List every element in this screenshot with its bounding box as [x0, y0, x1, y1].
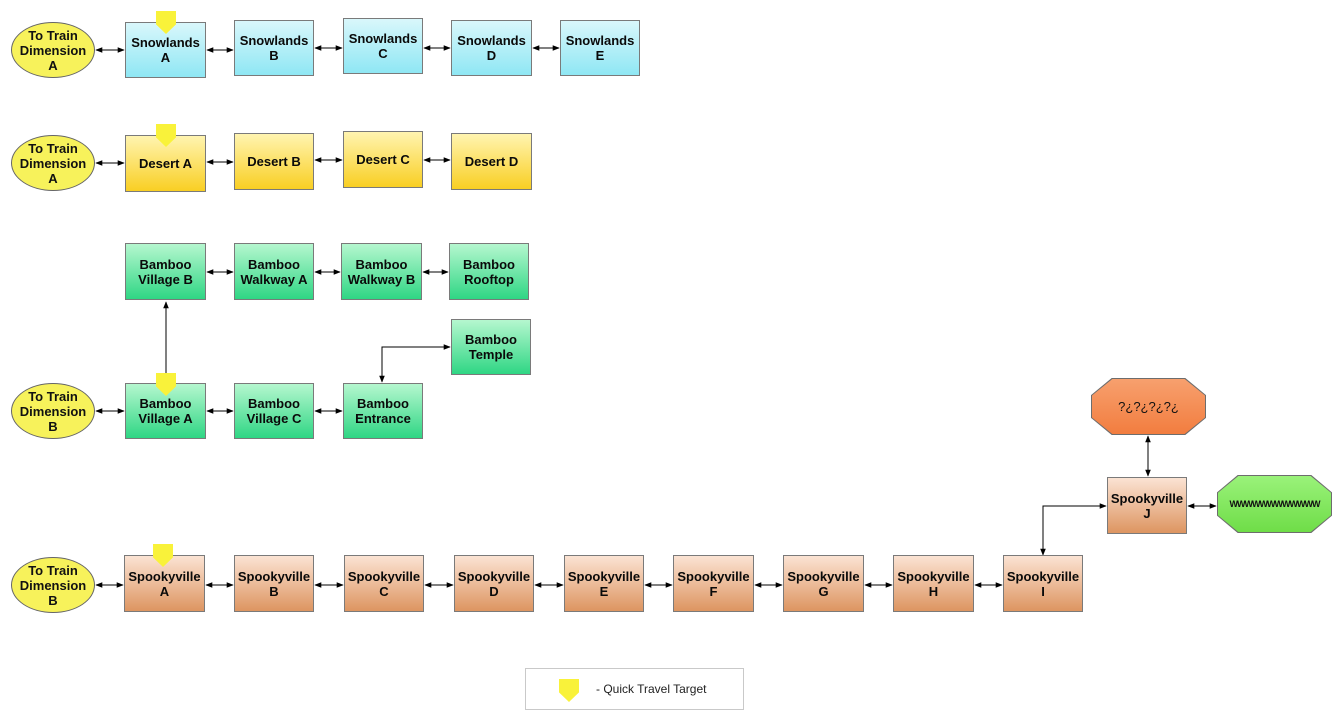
snowlands-c-node: Snowlands C: [343, 18, 423, 74]
train-dimension-node: To Train Dimension B: [11, 383, 95, 439]
bamboo-village-a-node: Bamboo Village A: [125, 383, 206, 439]
spookyville-h-node: Spookyville H: [893, 555, 974, 612]
squiggle-label: WWWWWWWWWWWW: [1218, 476, 1331, 532]
quick-travel-marker-icon: [153, 544, 173, 567]
spookyville-j-node: Spookyville J: [1107, 477, 1187, 534]
train-dimension-node: To Train Dimension B: [11, 557, 95, 613]
mystery-node: ?¿?¿?¿?¿: [1091, 378, 1206, 435]
spookyville-g-node: Spookyville G: [783, 555, 864, 612]
bamboo-village-b-node: Bamboo Village B: [125, 243, 206, 300]
desert-a-node: Desert A: [125, 135, 206, 192]
connector: [1040, 503, 1107, 556]
snowlands-d-node: Snowlands D: [451, 20, 532, 76]
bamboo-walkway-a-node: Bamboo Walkway A: [234, 243, 314, 300]
squiggle-node: WWWWWWWWWWWW: [1217, 475, 1332, 533]
legend-text: - Quick Travel Target: [596, 682, 707, 696]
desert-b-node: Desert B: [234, 133, 314, 190]
desert-d-node: Desert D: [451, 133, 532, 190]
spookyville-b-node: Spookyville B: [234, 555, 314, 612]
train-dimension-node: To Train Dimension A: [11, 135, 95, 191]
quick-travel-marker-icon: [156, 124, 176, 147]
snowlands-b-node: Snowlands B: [234, 20, 314, 76]
train-dimension-node: To Train Dimension A: [11, 22, 95, 78]
legend: - Quick Travel Target: [525, 668, 744, 710]
spookyville-d-node: Spookyville D: [454, 555, 534, 612]
bamboo-rooftop-node: Bamboo Rooftop: [449, 243, 529, 300]
connector: [379, 344, 451, 383]
bamboo-temple-node: Bamboo Temple: [451, 319, 531, 375]
spookyville-e-node: Spookyville E: [564, 555, 644, 612]
spookyville-i-node: Spookyville I: [1003, 555, 1083, 612]
spookyville-f-node: Spookyville F: [673, 555, 754, 612]
spookyville-c-node: Spookyville C: [344, 555, 424, 612]
quick-travel-marker-icon: [156, 11, 176, 34]
quick-travel-marker-icon: [559, 679, 579, 702]
mystery-label: ?¿?¿?¿?¿: [1092, 379, 1205, 434]
bamboo-entrance-node: Bamboo Entrance: [343, 383, 423, 439]
desert-c-node: Desert C: [343, 131, 423, 188]
quick-travel-marker-icon: [156, 373, 176, 396]
bamboo-village-c-node: Bamboo Village C: [234, 383, 314, 439]
bamboo-walkway-b-node: Bamboo Walkway B: [341, 243, 422, 300]
snowlands-e-node: Snowlands E: [560, 20, 640, 76]
